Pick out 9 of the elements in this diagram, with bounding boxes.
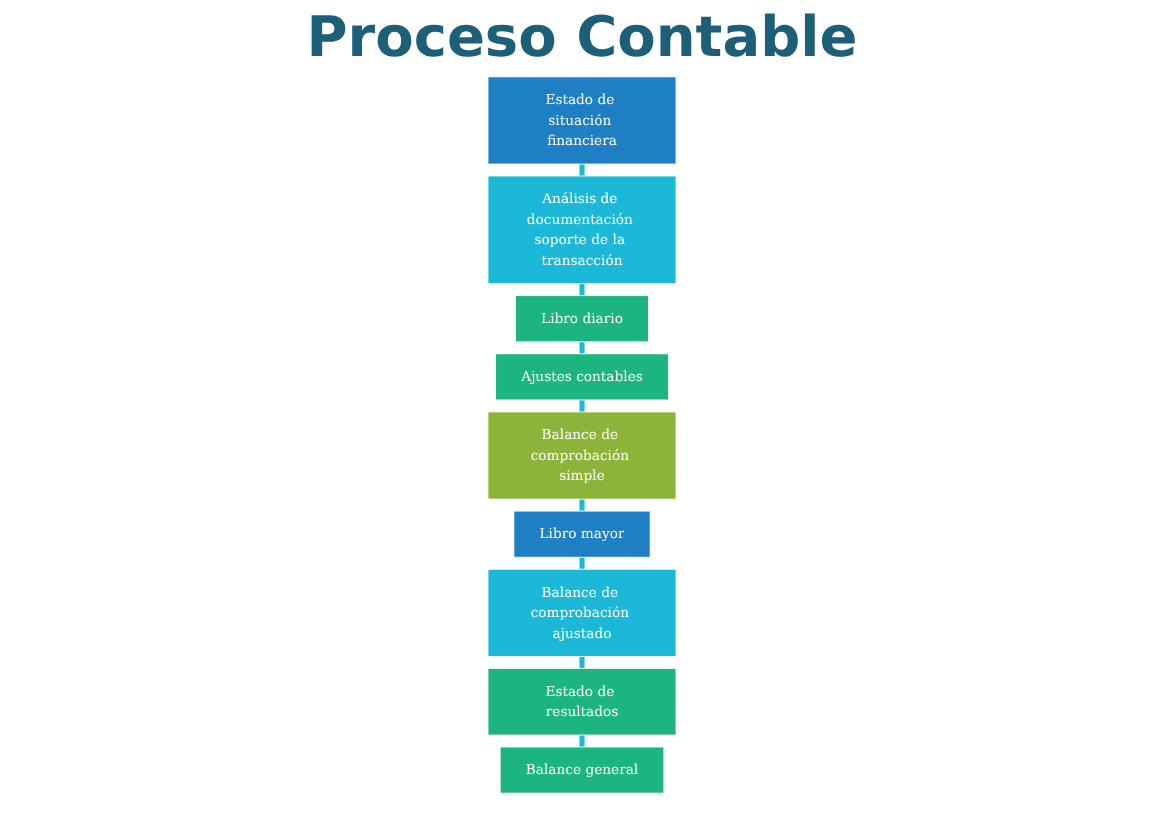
title: Proceso Contable [304, 4, 860, 70]
connector [579, 162, 585, 178]
connector [579, 282, 585, 298]
connector [579, 398, 585, 414]
connector [579, 654, 585, 670]
connector [579, 733, 585, 749]
connector [579, 555, 585, 571]
connector [579, 340, 585, 356]
connector [579, 497, 585, 513]
